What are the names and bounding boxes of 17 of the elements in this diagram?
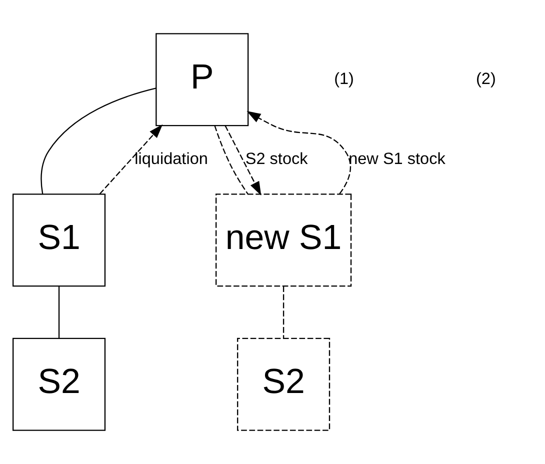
arrow xyxy=(224,125,262,196)
label: (2) xyxy=(476,70,496,88)
edge-label: new S1 stock xyxy=(348,150,446,168)
arrow xyxy=(246,111,351,194)
node-box: S2 xyxy=(12,338,106,431)
node-box: S1 xyxy=(12,194,106,287)
connector xyxy=(282,286,284,338)
label: (1) xyxy=(334,70,354,88)
connector xyxy=(58,286,60,338)
edge-label: liquidation xyxy=(134,150,208,168)
connector xyxy=(40,88,156,194)
arrow xyxy=(99,124,163,194)
node-box: S2 xyxy=(237,338,330,431)
node-box: new S1 xyxy=(216,194,352,287)
edge-label: S2 stock xyxy=(245,150,308,168)
node-box: P xyxy=(156,33,249,126)
connector xyxy=(214,125,248,194)
